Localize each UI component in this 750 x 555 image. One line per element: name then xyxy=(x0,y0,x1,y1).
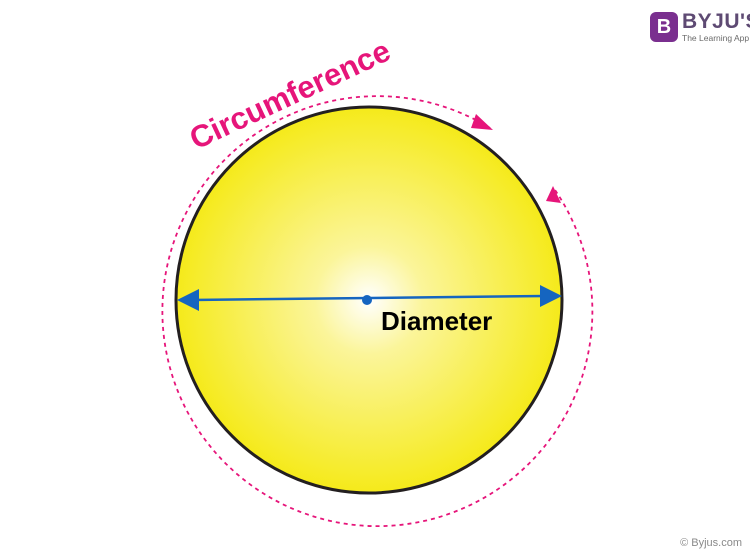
logo-name: BYJU'S xyxy=(682,10,750,33)
byjus-logo: B BYJU'S The Learning App xyxy=(650,10,750,46)
circumference-arrowhead-top xyxy=(471,114,493,130)
diameter-label: Diameter xyxy=(381,306,492,336)
diameter-arrowhead-right xyxy=(540,285,562,307)
center-point xyxy=(362,295,372,305)
logo-mark: B xyxy=(650,12,678,42)
copyright-notice: © Byjus.com xyxy=(680,537,742,549)
logo-tagline: The Learning App xyxy=(682,33,750,43)
circumference-arrowhead-right xyxy=(546,186,561,203)
circumference-arc xyxy=(161,95,594,527)
diameter-arrowhead-left xyxy=(177,289,199,311)
